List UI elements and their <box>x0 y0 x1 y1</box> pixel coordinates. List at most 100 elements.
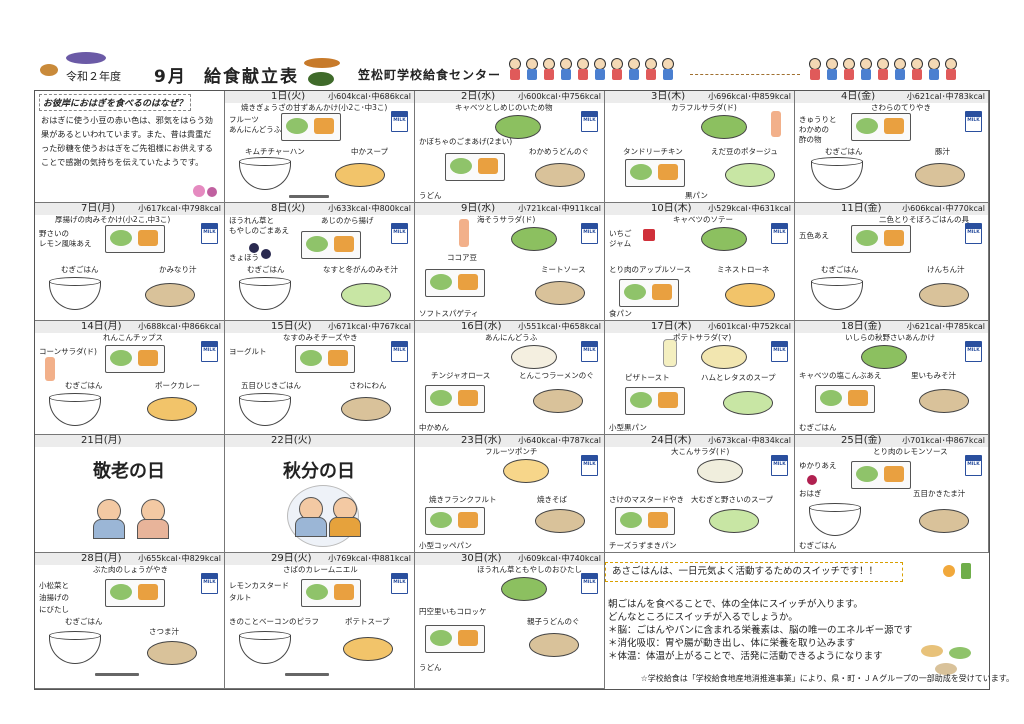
day-header: 24日(木)小673kcal･中834kcal <box>605 435 794 447</box>
day-cell: 15日(火)小671kcal･中767kcal なすのみそチーズやき ヨーグルト… <box>225 321 415 435</box>
plate-icon <box>861 345 907 369</box>
menu-item: チンジャオロース <box>431 371 491 380</box>
day-cell: 24日(木)小673kcal･中834kcal 大こんサラダ(ド) さけのマスタ… <box>605 435 795 553</box>
rice-bowl-icon <box>239 157 291 190</box>
tug-rope-icon <box>690 74 800 75</box>
milk-carton-icon <box>391 111 408 132</box>
rice-bowl-icon <box>239 277 291 310</box>
dressing-bottle-icon <box>771 111 781 137</box>
menu-item: キムチチャーハン <box>245 147 305 156</box>
tray-icon <box>851 225 911 253</box>
day-cell: 3日(木)小696kcal･中859kcal カラフルサラダ(ド) タンドリーチ… <box>605 91 795 203</box>
menu-item: ミートソース <box>541 265 586 274</box>
ramen-bowl-icon <box>533 389 583 413</box>
menu-item: タルト <box>229 593 252 602</box>
menu-item: あんにんどうふ <box>485 333 538 342</box>
menu-item: 黒パン <box>685 191 708 200</box>
breakfast-line: ＊脳：ごはんやパンに含まれる栄養素は、脳の唯一のエネルギー源です <box>608 625 913 636</box>
day-header: 16日(水)小551kcal･中658kcal <box>415 321 604 333</box>
children-illustration-right <box>808 58 958 84</box>
menu-item: ソフトスパゲティ <box>419 309 479 318</box>
menu-item: とんこつラーメンのぐ <box>519 371 594 380</box>
menu-item: むぎごはん <box>821 265 859 274</box>
pickled-plum-icon <box>807 475 817 485</box>
milk-carton-icon <box>391 223 408 244</box>
menu-item: 親子うどんのぐ <box>527 617 580 626</box>
menu-item: 大こんサラダ(ド) <box>671 447 730 456</box>
day-kcal: 小621cal･中785kcal <box>906 322 985 331</box>
rice-bowl-icon <box>239 393 291 426</box>
day-kcal: 小640kcal･中787kcal <box>518 436 601 445</box>
grandmother-icon <box>137 499 169 539</box>
milk-carton-icon <box>391 573 408 594</box>
milk-carton-icon <box>581 111 598 132</box>
soup-bowl-icon <box>341 283 391 307</box>
menu-item: ゆかりあえ <box>799 461 837 470</box>
day-date: 30日(水) <box>461 553 502 564</box>
menu-item: 大むぎと野さいのスープ <box>691 495 774 504</box>
pilaf-bowl-icon <box>239 631 291 664</box>
tray-icon <box>619 279 679 307</box>
day-date: 23日(水) <box>461 435 502 446</box>
tray-icon <box>301 579 361 607</box>
milk-carton-icon <box>581 573 598 594</box>
day-kcal: 小696kcal･中859kcal <box>708 92 791 101</box>
day-cell: 23日(水)小640kcal･中787kcal フルーツポンチ 焼きフランクフル… <box>415 435 605 553</box>
day-date: 16日(水) <box>461 321 502 332</box>
day-date: 21日(月) <box>81 435 122 446</box>
menu-item: カラフルサラダ(ド) <box>671 103 737 112</box>
tray-icon <box>425 625 485 653</box>
menu-item: むぎごはん <box>65 381 103 390</box>
day-kcal: 小671kcal･中767kcal <box>328 322 411 331</box>
day-date: 22日(火) <box>271 435 312 446</box>
day-date: 2日(水) <box>461 91 496 102</box>
day-date: 24日(木) <box>651 435 692 446</box>
menu-item: いちご <box>609 229 632 238</box>
menu-item: ピザトースト <box>625 373 670 382</box>
menu-item: 焼きそば <box>537 495 567 504</box>
milk-carton-icon <box>581 341 598 362</box>
soup-bowl-icon <box>919 283 969 307</box>
menu-item: 五色あえ <box>799 231 829 240</box>
day-kcal: 小621cal･中783kcal <box>906 92 985 101</box>
menu-item: わかめの <box>799 125 829 134</box>
tray-icon <box>105 225 165 253</box>
day-header: 7日(月)小617kcal･中798kcal <box>35 203 224 215</box>
sun-icon <box>943 565 955 577</box>
milk-carton-icon <box>581 223 598 244</box>
menu-item: さばのカレームニエル <box>283 565 358 574</box>
menu-item: タンドリーチキン <box>623 147 683 156</box>
menu-item: むぎごはん <box>825 147 863 156</box>
menu-item: 豚汁 <box>935 147 950 156</box>
menu-item: れんこんチップス <box>103 333 163 342</box>
footer-note: ☆学校給食は「学校給食地産地消推進事業」により、県・町・ＪＡグループの一部助成を… <box>640 674 1014 683</box>
day-header: 28日(月)小655kcal･中829kcal <box>35 553 224 565</box>
qa-question: お彼岸におはぎを食べるのはなぜ？ <box>39 94 192 111</box>
day-date: 29日(火) <box>271 553 312 564</box>
menu-item: なすと冬がんのみそ汁 <box>323 265 398 274</box>
day-cell: 21日(月) 敬老の日 <box>35 435 225 553</box>
menu-item: さわにわん <box>349 381 387 390</box>
chopsticks-icon <box>95 673 139 676</box>
day-cell: 25日(金)小701kcal･中867kcal とり肉のレモンソース ゆかりあえ… <box>795 435 989 553</box>
menu-item: とり肉のレモンソース <box>873 447 948 456</box>
day-kcal: 小609kcal･中740kcal <box>518 554 601 563</box>
breakfast-tip: あさごはんは、一日元気よく活動するためのスイッチです！！ <box>605 562 903 582</box>
day-cell: 28日(月)小655kcal･中829kcal ぶた肉のしょうがやき 小松菜と … <box>35 553 225 689</box>
milk-carton-icon <box>771 223 788 244</box>
day-header: 2日(水)小600kcal･中756kcal <box>415 91 604 103</box>
menu-item: にびたし <box>39 605 69 614</box>
grape-icon <box>249 243 259 253</box>
menu-item: ジャム <box>609 239 632 248</box>
day-header: 10日(木)小529kcal･中631kcal <box>605 203 794 215</box>
rice-bowl-icon <box>49 277 101 310</box>
menu-item: いしらの秋野さいあんかけ <box>845 333 935 342</box>
salad-plate-icon <box>701 115 747 139</box>
dressing-bottle-icon <box>45 357 55 381</box>
dressing-bottle-icon <box>459 219 469 247</box>
leaf-icon <box>304 58 340 68</box>
day-cell: 17日(木)小601kcal･中752kcal ポテトサラダ(マ) ピザトースト… <box>605 321 795 435</box>
menu-item: 小松菜と <box>39 581 69 590</box>
day-header: 21日(月) <box>35 435 224 447</box>
rice-bowl-icon <box>811 277 863 310</box>
